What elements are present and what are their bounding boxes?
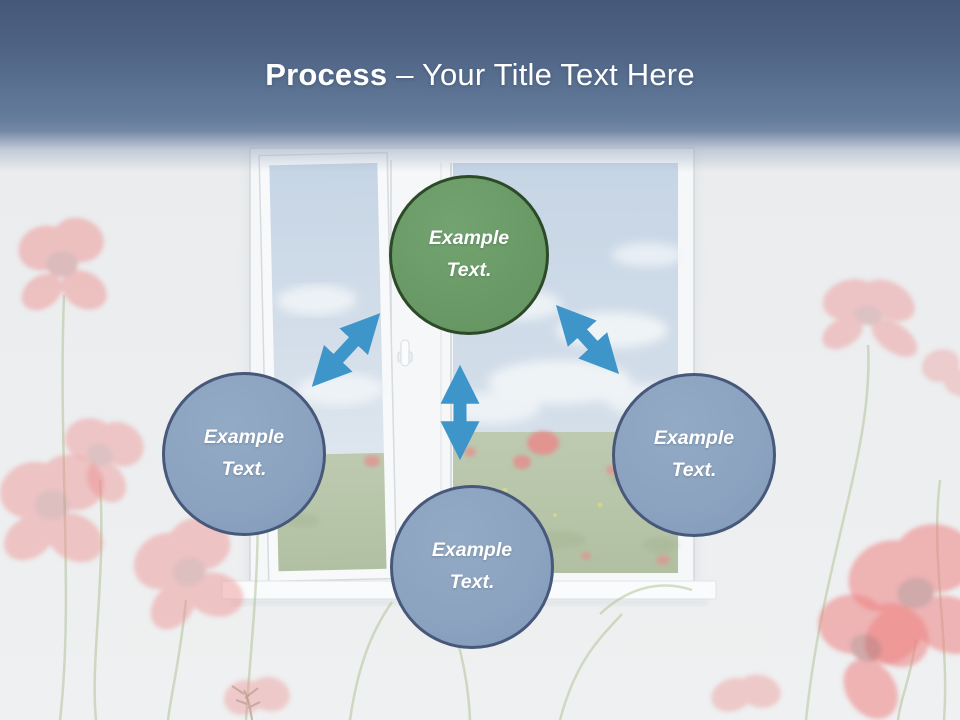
window-handle <box>397 339 413 367</box>
node-label: Example Text. <box>653 427 735 481</box>
process-node-left[interactable]: Example Text. <box>162 372 326 536</box>
poppy-flower <box>711 674 781 712</box>
slide-title[interactable]: Process– Your Title Text Here <box>0 54 960 96</box>
poppy-flower <box>921 349 960 397</box>
node-label: Example Text. <box>203 426 285 480</box>
node-label: Example Text. <box>428 227 510 281</box>
process-node-top[interactable]: Example Text. <box>389 175 549 335</box>
poppy-flower <box>818 594 929 719</box>
node-label: Example Text. <box>431 539 513 593</box>
poppy-flower <box>18 217 107 311</box>
poppy-flower <box>822 279 918 357</box>
title-bold-text: Process <box>265 57 388 92</box>
poppy-flower <box>224 676 290 715</box>
title-rest-text: – Your Title Text Here <box>396 57 695 92</box>
double-arrow-top-left[interactable] <box>311 313 381 387</box>
poppy-flower <box>134 517 244 630</box>
poppy-flower <box>64 418 144 503</box>
poppy-stems <box>58 294 947 720</box>
process-node-bottom[interactable]: Example Text. <box>390 485 554 649</box>
title-bar: Process– Your Title Text Here <box>0 0 960 172</box>
process-node-right[interactable]: Example Text. <box>612 373 776 537</box>
poppies <box>0 217 960 719</box>
double-arrow-top-right[interactable] <box>555 304 620 375</box>
poppy-flower <box>0 454 105 563</box>
